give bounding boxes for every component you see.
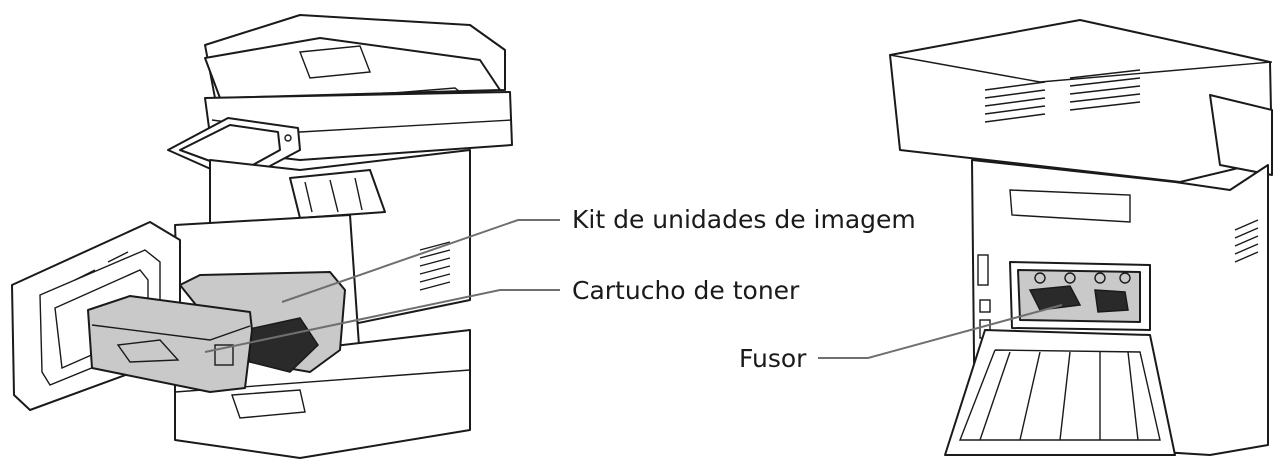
side-vent <box>419 241 451 291</box>
imaging-kit-leader <box>281 219 560 303</box>
fuser-part <box>1017 269 1141 323</box>
imaging-kit-label: Kit de unidades de imagem <box>572 205 916 234</box>
fuser-label: Fusor <box>739 344 807 373</box>
toner-cartridge-part <box>87 295 253 393</box>
toner-cartridge-leader <box>204 289 560 353</box>
printer-rear-view <box>889 19 1273 456</box>
fuser-leader <box>818 304 1063 359</box>
printer-front-view <box>11 14 513 459</box>
rear-door-open <box>944 329 1176 456</box>
toner-cartridge-label: Cartucho de toner <box>572 276 800 305</box>
rear-top-vents <box>984 69 1141 123</box>
